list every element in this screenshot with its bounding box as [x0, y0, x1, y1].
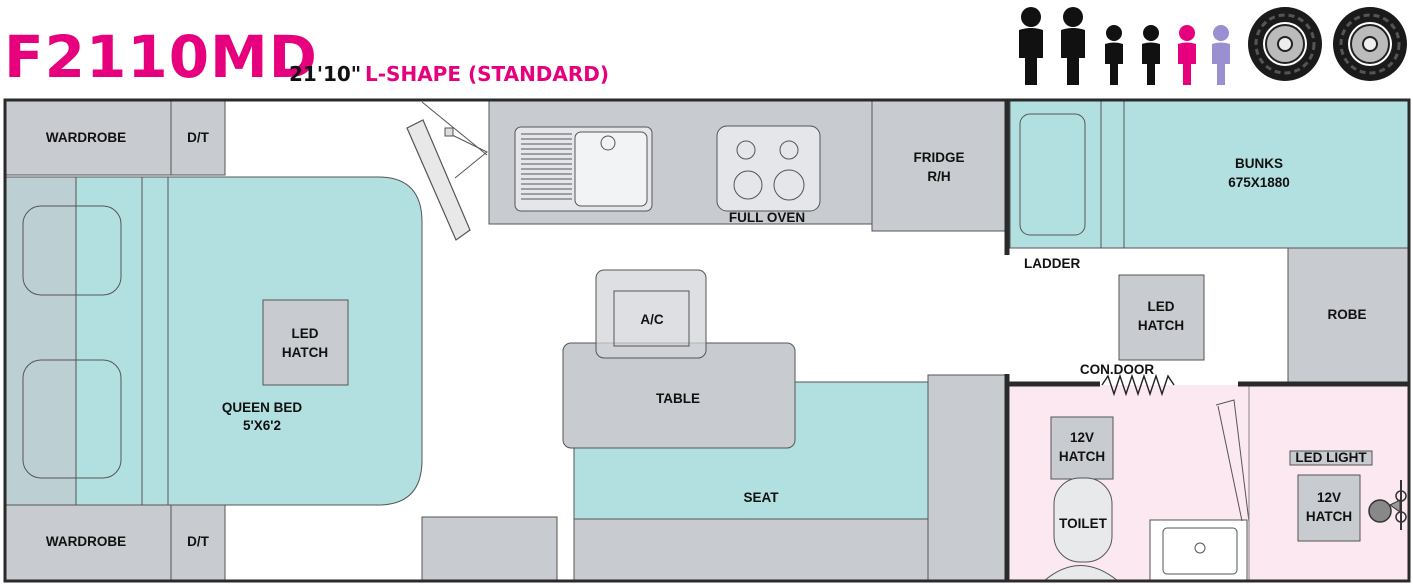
bunks-size: 675X1880 — [1228, 175, 1290, 190]
12v-hatch2-label: HATCH — [1306, 509, 1352, 524]
con-door-label: CON.DOOR — [1080, 362, 1155, 377]
fridge-side: R/H — [927, 169, 950, 184]
dt-top-label: D/T — [187, 130, 210, 145]
ac-label: A/C — [640, 312, 664, 327]
wheel-icon — [1333, 7, 1407, 81]
person-adult-icon — [1061, 7, 1085, 85]
fridge — [871, 99, 1009, 232]
12v-hatch-1 — [1050, 416, 1114, 480]
seat-label: SEAT — [743, 490, 779, 505]
basin — [1162, 527, 1238, 575]
shower-door — [1215, 399, 1250, 523]
12v-hatch-label: 12V — [1070, 430, 1094, 445]
layout-label: L-SHAPE (STANDARD) — [365, 62, 610, 86]
queen-bed — [5, 176, 423, 506]
dt-top — [170, 99, 226, 176]
led-hatch-label: HATCH — [282, 345, 328, 360]
sink-bowl — [574, 131, 648, 207]
pillow — [22, 359, 122, 479]
vanity — [1149, 519, 1248, 582]
seat-base — [573, 518, 929, 582]
fridge-label: FRIDGE — [913, 150, 964, 165]
12v-hatch-2 — [1297, 474, 1361, 542]
dt-bottom — [170, 504, 226, 582]
toilet — [1053, 477, 1113, 563]
led-hatch-bedroom — [262, 299, 349, 386]
bedhead — [5, 176, 77, 506]
toilet-label: TOILET — [1059, 516, 1108, 531]
wardrobe-bottom-label: WARDROBE — [46, 534, 126, 549]
entry-door — [406, 101, 488, 241]
cooktop — [716, 125, 821, 212]
full-oven-label: FULL OVEN — [729, 210, 805, 225]
person-child-icon — [1178, 25, 1196, 85]
person-child-icon — [1142, 25, 1160, 85]
queen-bed-label: QUEEN BED — [222, 400, 303, 415]
length-label: 21'10" — [289, 62, 362, 86]
ac-unit — [595, 269, 707, 359]
dt-bottom-label: D/T — [187, 534, 210, 549]
person-child-icon — [1212, 25, 1230, 85]
ladder-label: LADDER — [1024, 256, 1080, 271]
model-title: F2110MD — [4, 23, 318, 91]
walls — [3, 98, 1411, 583]
person-child-icon — [1105, 25, 1123, 85]
pillow — [22, 205, 122, 296]
led-light-label: LED LIGHT — [1295, 450, 1367, 465]
12v-hatch2-label: 12V — [1317, 490, 1341, 505]
led-light — [1289, 450, 1373, 466]
seat-end-cabinet — [927, 374, 1009, 582]
12v-hatch-label: HATCH — [1059, 449, 1105, 464]
led-hatch2-label: HATCH — [1138, 318, 1184, 333]
person-adult-icon — [1019, 7, 1043, 85]
occupancy-icons — [1019, 7, 1407, 85]
bunks-label: BUNKS — [1235, 156, 1283, 171]
bunk-pillow — [1019, 113, 1086, 236]
wheel-icon — [1248, 7, 1322, 81]
shower-head-icon — [1368, 480, 1407, 530]
led-hatch2-label: LED — [1148, 299, 1175, 314]
robe — [1287, 247, 1409, 383]
bunks — [1009, 99, 1409, 249]
queen-bed-size: 5'X6'2 — [243, 418, 281, 433]
table-label: TABLE — [656, 391, 700, 406]
led-hatch-label: LED — [292, 326, 319, 341]
concertina-door — [1101, 373, 1175, 397]
robe-label: ROBE — [1327, 307, 1366, 322]
wardrobe-top-label: WARDROBE — [46, 130, 126, 145]
led-hatch-bunkroom — [1118, 274, 1205, 361]
step-box — [421, 516, 558, 582]
